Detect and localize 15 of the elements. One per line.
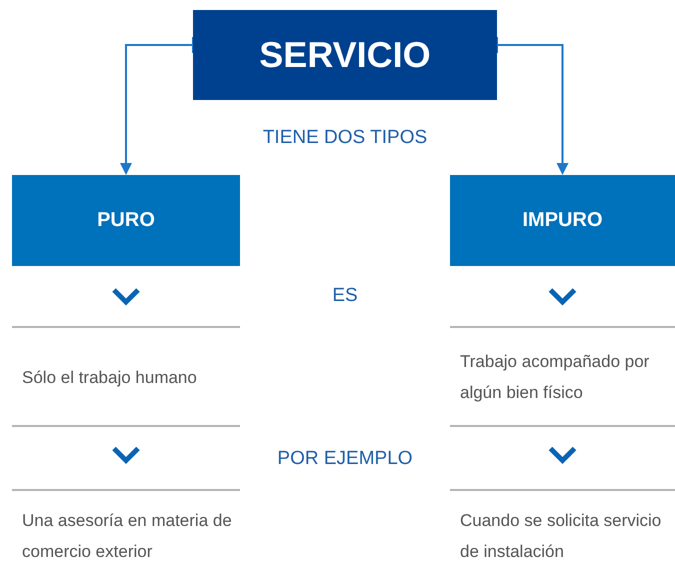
title-box: SERVICIO [193, 10, 497, 100]
chevron-arrow [548, 288, 576, 306]
description-text: Trabajo acompañado por algún bien físico [460, 351, 650, 404]
chevron-arrow [112, 288, 140, 306]
title-box: PURO [12, 175, 240, 266]
connector-label: POR EJEMPLO [277, 448, 413, 470]
arrow [120, 36, 194, 175]
description-text: Sólo el trabajo humano [22, 366, 197, 388]
connector-label: TIENE DOS TIPOS [262, 127, 428, 149]
chevron-arrow [112, 446, 140, 464]
title-box: IMPURO [450, 175, 675, 266]
chevron-arrow [548, 446, 576, 464]
connector-label: ES [332, 285, 358, 307]
description-text: Una asesoría en materia de comercio exterior [22, 510, 233, 563]
description-text: Cuando se solicita servicio de instalación [460, 510, 662, 563]
